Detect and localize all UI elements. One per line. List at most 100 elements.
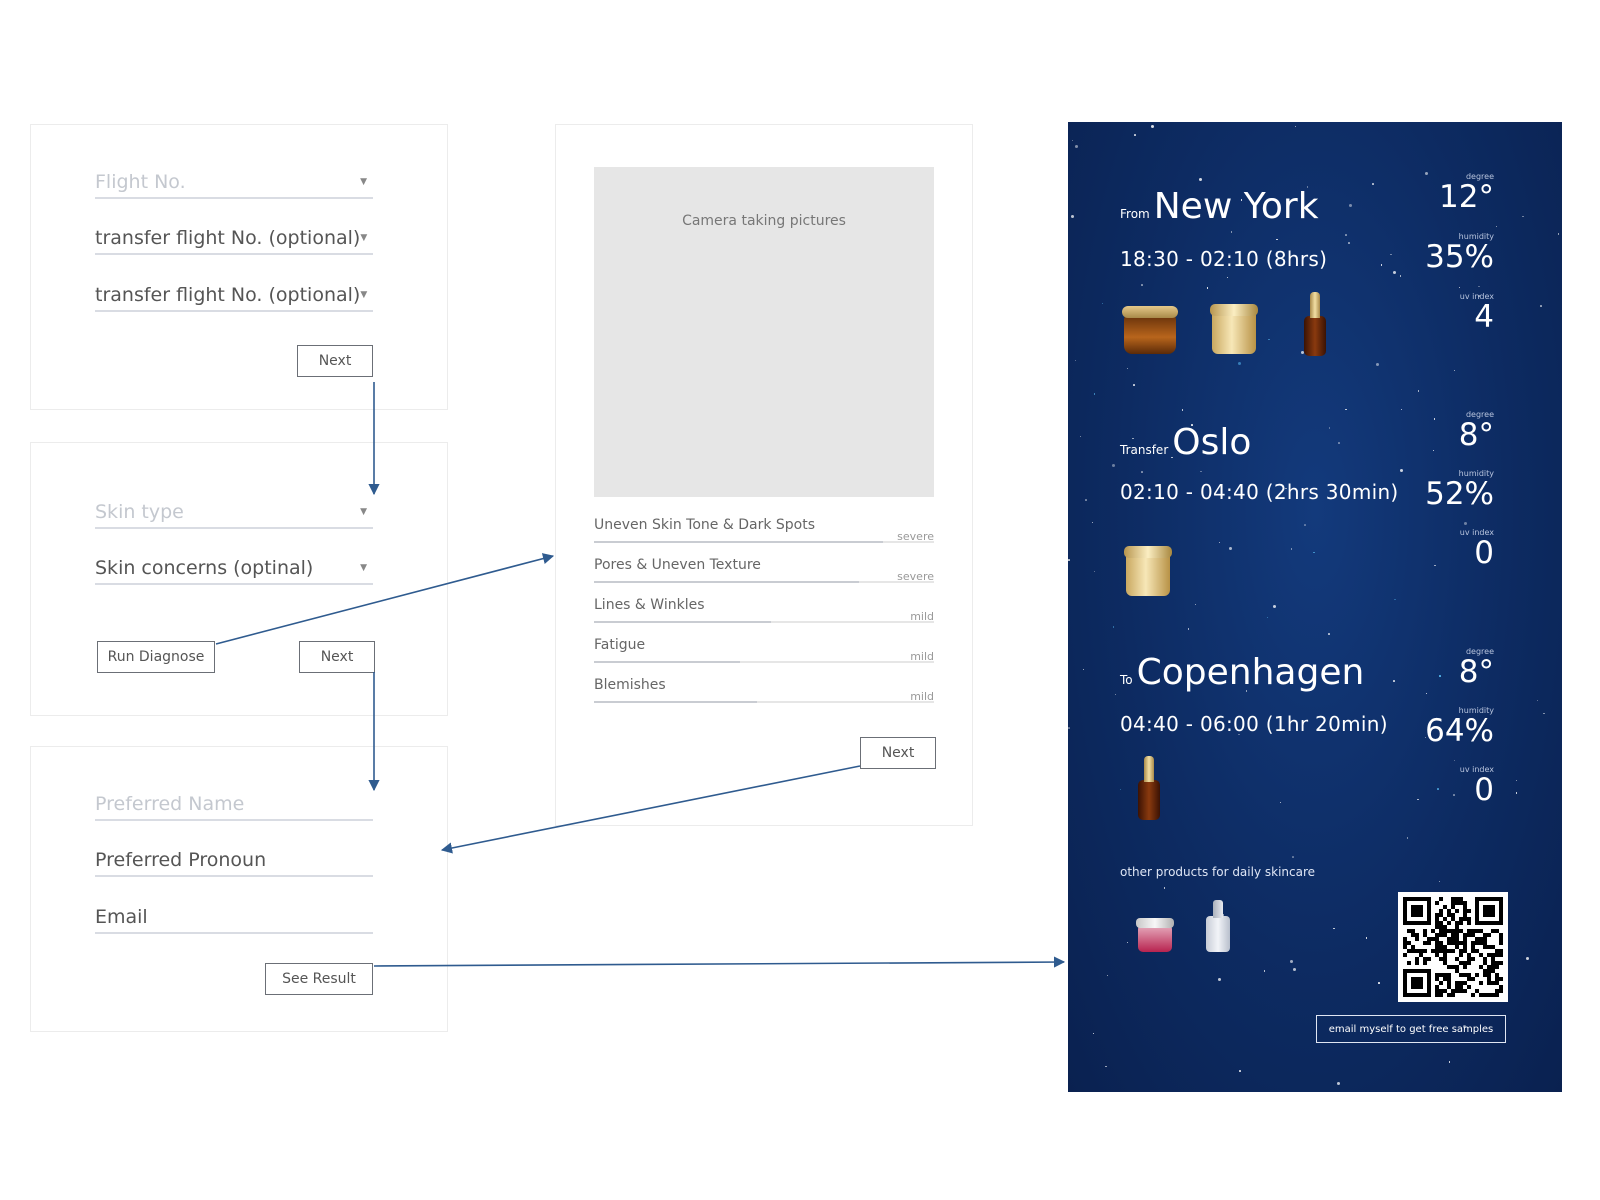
star <box>1290 548 1293 550</box>
star <box>1372 183 1374 185</box>
chevron-down-icon: ▼ <box>360 507 367 517</box>
skin-next-button[interactable]: Next <box>299 641 375 673</box>
star <box>1424 172 1428 176</box>
star <box>1406 837 1409 839</box>
star <box>1464 521 1468 525</box>
star <box>1375 362 1379 366</box>
transfer-flight-field-1[interactable]: transfer flight No. (optional) ▼ <box>95 225 373 255</box>
see-result-button[interactable]: See Result <box>265 963 373 995</box>
concern-bar <box>594 541 934 543</box>
run-diagnose-button[interactable]: Run Diagnose <box>97 641 215 673</box>
qr-code[interactable] <box>1398 892 1508 1002</box>
star <box>1434 564 1436 567</box>
star <box>1279 801 1282 804</box>
star <box>1223 427 1226 429</box>
star <box>1304 524 1306 526</box>
preferred-name-field[interactable]: Preferred Name <box>95 791 373 821</box>
preferred-pronoun-field[interactable]: Preferred Pronoun <box>95 847 373 877</box>
star <box>1300 350 1304 354</box>
star <box>1263 970 1266 972</box>
star <box>1540 305 1542 307</box>
product-pink-jar-icon[interactable] <box>1136 918 1174 952</box>
star <box>1150 124 1154 128</box>
product-gold-jar-icon[interactable] <box>1124 546 1172 596</box>
star <box>1187 628 1190 630</box>
star <box>1132 437 1134 440</box>
concern-severity: severe <box>897 570 934 583</box>
leg-prefix: To <box>1120 673 1133 687</box>
star <box>1217 978 1221 982</box>
star <box>1071 139 1074 142</box>
star <box>1082 668 1085 671</box>
star <box>1522 215 1524 218</box>
star <box>1328 427 1331 429</box>
star <box>1313 551 1315 554</box>
email-samples-button[interactable]: email myself to get free samples <box>1316 1015 1506 1043</box>
star <box>1075 144 1078 148</box>
star <box>1438 880 1441 883</box>
star <box>1515 779 1518 782</box>
skin-type-field[interactable]: Skin type ▼ <box>95 499 373 529</box>
star <box>1206 287 1209 289</box>
diagnose-card: Camera taking pictures Uneven Skin Tone … <box>555 124 973 826</box>
star <box>1348 204 1352 208</box>
skin-concerns-field[interactable]: Skin concerns (optinal) ▼ <box>95 555 373 585</box>
star <box>1290 959 1294 963</box>
star <box>1536 699 1539 702</box>
star <box>1091 521 1094 524</box>
star <box>1285 487 1287 490</box>
star <box>1228 547 1232 551</box>
star <box>1079 435 1082 438</box>
concern-bar <box>594 661 934 663</box>
concern-bar-fill <box>594 621 771 623</box>
star <box>1230 231 1233 233</box>
profile-form-card: Preferred Name Preferred Pronoun Email S… <box>30 746 448 1032</box>
star <box>1218 541 1221 543</box>
star <box>1092 1032 1095 1035</box>
leg-time: 02:10 - 04:40 (2hrs 30min) <box>1120 480 1399 504</box>
concern-bar <box>594 701 934 703</box>
star <box>1238 362 1242 366</box>
concern-bar <box>594 581 934 583</box>
star <box>1417 798 1419 801</box>
star <box>1292 856 1294 858</box>
star <box>1458 286 1461 289</box>
skin-form-card: Skin type ▼ Skin concerns (optinal) ▼ Ru… <box>30 442 448 716</box>
transfer-flight-field-2[interactable]: transfer flight No. (optional) ▼ <box>95 282 373 312</box>
star <box>1378 982 1380 984</box>
email-label: Email <box>95 906 148 928</box>
star <box>1515 792 1518 794</box>
leg-time: 18:30 - 02:10 (8hrs) <box>1120 247 1328 271</box>
product-clear-bottle-icon[interactable] <box>1206 900 1230 952</box>
humidity-metric: humidity 52% <box>1425 469 1494 512</box>
arrow-to-result <box>373 956 1066 968</box>
star <box>1433 418 1436 420</box>
star <box>1448 1061 1451 1063</box>
leg-to-header: To Copenhagen <box>1120 652 1364 693</box>
star <box>1337 1082 1341 1086</box>
flight-no-field[interactable]: Flight No. ▼ <box>95 169 373 199</box>
star <box>1112 464 1116 468</box>
product-serum-bottle-icon[interactable] <box>1304 292 1326 356</box>
email-field[interactable]: Email <box>95 904 373 934</box>
leg-city: Oslo <box>1172 422 1252 463</box>
concern-severity: mild <box>910 650 934 663</box>
star <box>1333 927 1335 930</box>
product-serum-bottle-icon[interactable] <box>1138 756 1160 820</box>
camera-preview[interactable]: Camera taking pictures <box>594 167 934 497</box>
star <box>1141 471 1143 473</box>
diagnose-next-button[interactable]: Next <box>860 737 936 769</box>
star <box>1495 225 1498 228</box>
star <box>1380 264 1382 266</box>
star <box>1345 234 1347 236</box>
result-panel: From New York 18:30 - 02:10 (8hrs) degre… <box>1068 122 1562 1092</box>
product-gold-jar-icon[interactable] <box>1210 304 1258 354</box>
star <box>1348 242 1350 244</box>
flight-next-button[interactable]: Next <box>297 345 373 377</box>
star <box>1399 275 1402 277</box>
star <box>1163 887 1166 889</box>
product-amber-jar-icon[interactable] <box>1122 306 1178 354</box>
